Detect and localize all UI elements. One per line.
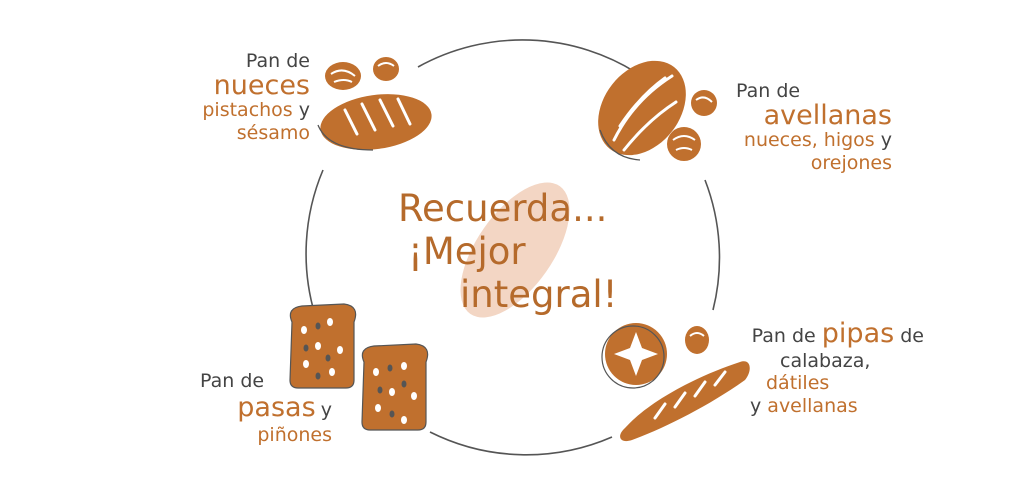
label-hazelnut-bread: Pan de avellanas nueces, higos y orejone… — [710, 80, 892, 174]
center-line-1: Recuerda... — [398, 187, 608, 230]
label-main: avellanas — [763, 100, 892, 132]
center-line-2: ¡Mejor — [408, 229, 526, 273]
label-main: pasas — [237, 392, 316, 424]
label-conjunction: y — [880, 129, 892, 152]
label-extra: nueces, higos — [743, 129, 875, 152]
raisin-bread-icon — [289, 303, 429, 431]
walnut-bread-icon — [317, 57, 432, 151]
highlight-blob — [460, 182, 570, 318]
label-prefix: Pan de — [736, 80, 801, 102]
label-raisin-bread: Pan de pasas y piñones — [196, 370, 332, 447]
label-extra: dátiles — [766, 372, 830, 395]
label-extra: pistachos — [202, 99, 293, 122]
label-conjunction: y — [320, 399, 332, 422]
cycle-circle — [305, 39, 721, 456]
label-extra: calabaza, — [780, 349, 871, 372]
label-extra: avellanas — [767, 394, 858, 417]
label-suffix: de — [900, 325, 924, 347]
label-extra: orejones — [810, 151, 892, 174]
label-extra: sésamo — [236, 121, 310, 144]
label-prefix: Pan de — [245, 50, 310, 72]
label-main: nueces — [213, 70, 310, 102]
label-conjunction: y — [298, 99, 310, 122]
hazelnut-bread-icon — [598, 60, 717, 161]
label-walnut-bread: Pan de nueces pistachos y sésamo — [178, 50, 310, 144]
seed-bread-icon — [601, 323, 750, 442]
label-seed-bread: Pan de pipas de calabaza, dátiles y avel… — [728, 318, 924, 417]
label-main: pipas — [821, 318, 895, 349]
label-prefix: Pan de — [200, 370, 265, 392]
center-message: Recuerda... ¡Mejor integral! — [398, 187, 618, 317]
label-conjunction: y — [750, 394, 762, 417]
center-line-3: integral! — [460, 272, 618, 316]
label-extra: piñones — [257, 424, 332, 447]
label-prefix: Pan de — [751, 325, 816, 347]
